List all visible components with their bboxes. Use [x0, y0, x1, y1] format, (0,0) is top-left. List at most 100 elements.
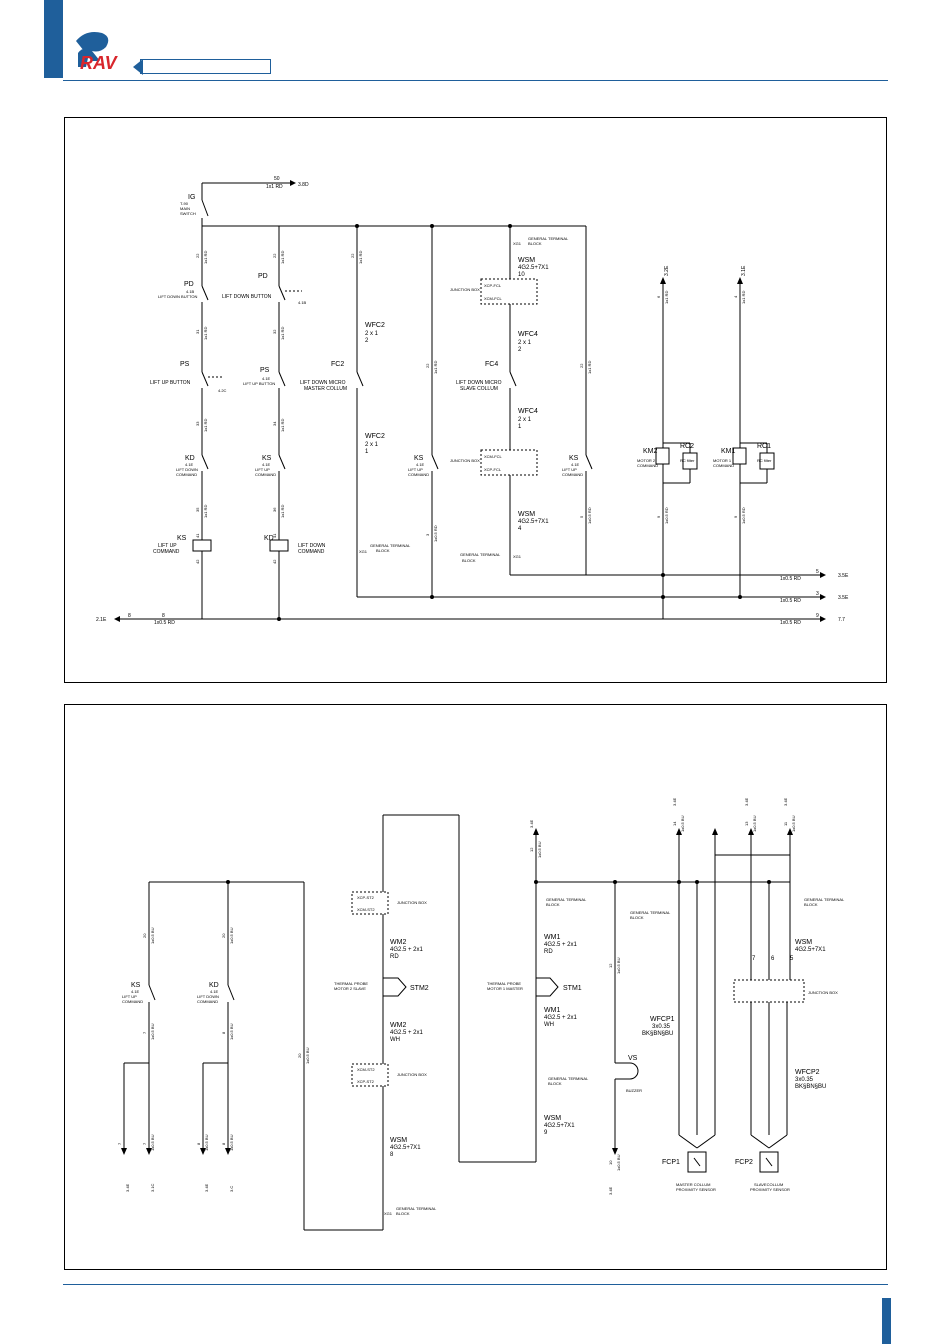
- stm2-d2: MOTOR 2 SLAVE: [334, 986, 366, 991]
- coil-kd-d2: COMMAND: [298, 549, 325, 555]
- footer-accent-bar: [882, 1298, 891, 1344]
- bref-7: 3.4E: [672, 797, 677, 806]
- b-ks-d2: COMMAND: [122, 999, 143, 1004]
- fcp1-d1: MASTER COLLUM: [676, 1182, 710, 1187]
- fc4-d1: LIFT DOWN MICRO: [456, 380, 502, 386]
- bcable-b: 1x0.5 BU: [229, 927, 234, 944]
- bcable-c: 1x0.5 BU: [150, 1023, 155, 1040]
- bref-9: 3.4E: [783, 797, 788, 806]
- km2-ref: 3.2E: [664, 265, 670, 276]
- ks4-tag: KS: [569, 455, 579, 462]
- wsm9-l1: 4G2.5+7X1: [544, 1123, 575, 1129]
- b-kd-d2: COMMAND: [197, 999, 218, 1004]
- wm1b-tag: WM1: [544, 1007, 560, 1014]
- cable-km1b: 1x0.5 RD: [741, 507, 746, 524]
- coil-kd-tag: KD: [264, 535, 274, 542]
- km1-d1: MOTOR 1: [713, 458, 732, 463]
- bcable-m: 1x0.5 BU: [752, 815, 757, 832]
- stm2-tag: STM2: [410, 985, 429, 992]
- wm1a-l1: 4G2.5 + 2x1: [544, 942, 578, 948]
- fcp1-d2: PROXIMITY SENSOR: [676, 1187, 716, 1192]
- pd2-desc: LIFT DOWN BUTTON: [222, 294, 272, 300]
- bus-ref-35e: 3.5E: [838, 573, 849, 579]
- wm2b-l2: WH: [390, 1037, 400, 1043]
- wfc2a-l1: 2 x 1: [365, 331, 379, 337]
- b-jb-3: JUNCTION BOX: [808, 990, 838, 995]
- wfcp1-l1: 3x0.35: [652, 1024, 671, 1030]
- bottom-schematic-panel: [64, 704, 887, 1270]
- wm1b-l1: 4G2.5 + 2x1: [544, 1015, 578, 1021]
- b-block-5: BLOCK: [396, 1211, 410, 1216]
- ps2-ref: 4.1E: [262, 376, 271, 381]
- bw8-a: 8: [221, 1031, 226, 1034]
- kd-tag: KD: [185, 455, 195, 462]
- w22-c2: 22: [272, 253, 277, 258]
- ps1-tag: PS: [180, 361, 190, 368]
- wfc2a-tag: WFC2: [365, 322, 385, 329]
- wm2b-tag: WM2: [390, 1022, 406, 1029]
- wsm-b-l1: 4G2.5+7X1: [518, 519, 549, 525]
- w5-c6: 5: [579, 515, 584, 518]
- coil-ks-d1: LIFT UP: [158, 543, 177, 549]
- section-tab[interactable]: [140, 59, 271, 74]
- pd2-ref2: 4.1B: [298, 300, 307, 305]
- km2-tag: KM2: [643, 448, 658, 455]
- ks3-d1: LIFT UP: [408, 467, 423, 472]
- w41-c1: 41: [195, 533, 200, 538]
- bcable-a: 1x0.5 BU: [150, 927, 155, 944]
- wfcp2-l2: BK§BN§BU: [795, 1084, 826, 1090]
- bus-wire-8a: 8: [128, 613, 131, 619]
- wsm-a-l2: 10: [518, 272, 525, 278]
- bref-1: 3.4E: [125, 1183, 130, 1192]
- ps2-tag: PS: [260, 367, 270, 374]
- xcp-st2-2: XCP-ST2: [357, 1079, 375, 1084]
- wfc4a-tag: WFC4: [518, 331, 538, 338]
- bus-cable-left: 1x0.5 RD: [154, 620, 175, 626]
- wfc4b-l2: 1: [518, 424, 522, 430]
- bref-8: 3.4E: [744, 797, 749, 806]
- b-gtb-5: GENERAL TERMINAL: [396, 1206, 437, 1211]
- wsm-r-tag: WSM: [795, 939, 812, 946]
- rc2-tag: RC2: [680, 443, 694, 450]
- wm1a-tag: WM1: [544, 934, 560, 941]
- xcm-fcl-2: XCM-FCL: [484, 454, 503, 459]
- ks2-d1: LIFT UP: [255, 467, 270, 472]
- wfc2b-tag: WFC2: [365, 433, 385, 440]
- wfc4b-l1: 2 x 1: [518, 417, 532, 423]
- fcp1-tag: FCP1: [662, 1159, 680, 1166]
- jb-label-1: JUNCTION BOX: [450, 287, 480, 292]
- ig-desc3: SWITCH: [180, 211, 196, 216]
- bcable-l: 1x0.5 BU: [680, 815, 685, 832]
- b-block-4: BLOCK: [548, 1081, 562, 1086]
- stm2-d1: THERMAL PROBE: [334, 981, 368, 986]
- cable-c2d: 1x1 RD: [280, 505, 285, 518]
- ks2-tag: KS: [262, 455, 272, 462]
- w22-c4: 22: [425, 363, 430, 368]
- pd1-ref: 4.1B: [186, 289, 195, 294]
- bus-ref-35e-2: 3.5E: [838, 595, 849, 601]
- coil-kd-d1: LIFT DOWN: [298, 543, 326, 549]
- footer-rule: [63, 1284, 888, 1285]
- xcp-st2-1: XCP-ST2: [357, 895, 375, 900]
- ks2-d2: COMMAND: [255, 472, 276, 477]
- ps1-desc: LIFT UP BUTTON: [150, 380, 191, 386]
- bref-2: 3.1C: [150, 1183, 155, 1192]
- wsm-b-l2: 4: [518, 526, 522, 532]
- bus-cable-5: 1x0.5 RD: [780, 576, 801, 582]
- cable-c6a: 1x1 RD: [587, 361, 592, 374]
- bw10: 10: [608, 1160, 613, 1165]
- wsm-a-l1: 4G2.5+7X1: [518, 265, 549, 271]
- coil-ks-d2: COMMAND: [153, 549, 180, 555]
- bus-wire-9: 9: [816, 613, 819, 619]
- b-ks-ref: 4.1E: [131, 989, 140, 994]
- wsm-b-tag: WSM: [518, 511, 535, 518]
- w32-c2: 32: [272, 329, 277, 334]
- bw13: 13: [744, 821, 749, 826]
- bw12-b: 12: [608, 963, 613, 968]
- bw8-c: 8: [221, 1142, 226, 1145]
- top-schematic-panel: [64, 117, 887, 683]
